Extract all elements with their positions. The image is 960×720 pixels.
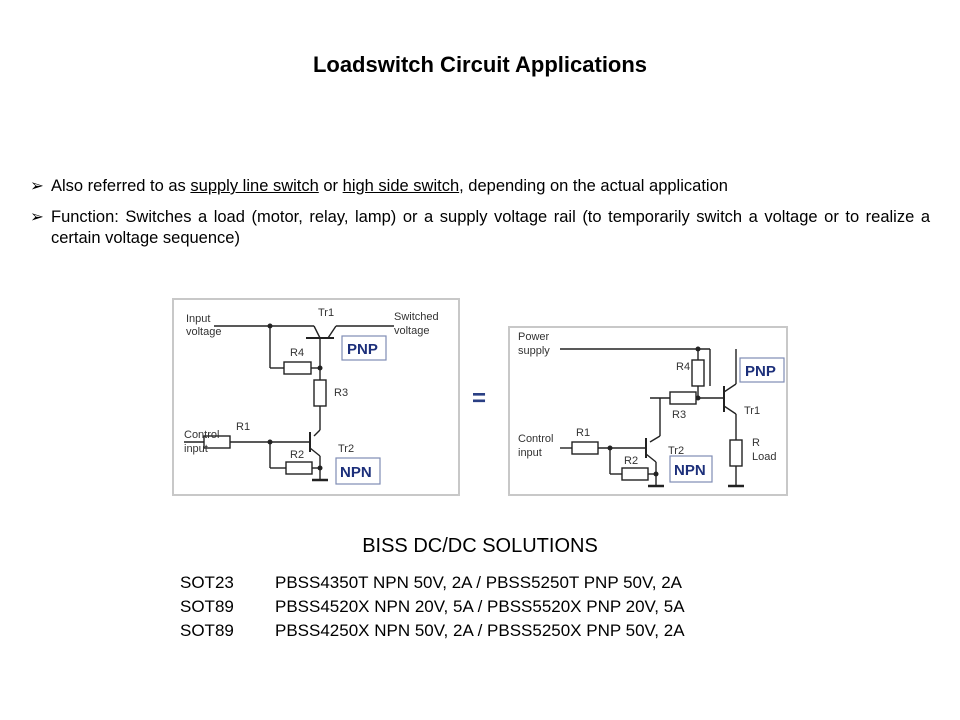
slide-title: Loadswitch Circuit Applications (312, 52, 648, 77)
bullet-text: or (318, 177, 343, 195)
r2-label: R2 (624, 455, 638, 467)
rload-label: R (752, 437, 760, 449)
equals-sign: = (472, 385, 487, 412)
table-row: SOT89 PBSS4250X NPN 50V, 2A / PBSS5250X … (180, 619, 685, 643)
bullet-item: ➢ Function: Switches a load (motor, rela… (30, 207, 930, 249)
pnp-tag: PNP (745, 363, 776, 380)
bullet-text: Also referred to as (51, 177, 191, 195)
r3-label: R3 (672, 409, 686, 421)
package-cell: SOT89 (180, 597, 234, 616)
power-supply-label: supply (518, 345, 550, 357)
power-supply-label: Power (518, 331, 550, 343)
parts-cell: PBSS4520X NPN 20V, 5A / PBSS5520X PNP 20… (275, 597, 685, 616)
package-cell: SOT23 (180, 573, 234, 592)
control-input-label: Control (184, 429, 219, 441)
r1-label: R1 (576, 427, 590, 439)
input-voltage-label: voltage (186, 326, 221, 338)
term-supply-line-switch: supply line switch (190, 177, 319, 195)
r2-label: R2 (290, 449, 304, 461)
r4-label: R4 (290, 347, 304, 359)
pnp-tag: PNP (347, 341, 378, 358)
control-input-label: Control (518, 433, 553, 445)
rload-label: Load (752, 451, 776, 463)
arrow-bullet-icon: ➢ (30, 177, 44, 195)
arrow-bullet-icon: ➢ (30, 208, 44, 226)
r4-label: R4 (676, 361, 690, 373)
parts-cell: PBSS4350T NPN 50V, 2A / PBSS5250T PNP 50… (275, 573, 683, 592)
circuit-diagram-left: Input voltage Switched voltage Tr1 R4 R3… (172, 298, 460, 496)
input-voltage-label: Input (186, 313, 210, 325)
bullet-text: Function: Switches a load (motor, relay,… (51, 208, 930, 247)
parts-cell: PBSS4250X NPN 50V, 2A / PBSS5250X PNP 50… (275, 621, 685, 640)
npn-tag: NPN (674, 462, 706, 479)
r1-label: R1 (236, 421, 250, 433)
switched-voltage-label: voltage (394, 325, 429, 337)
biss-parts-table: SOT23 PBSS4350T NPN 50V, 2A / PBSS5250T … (180, 571, 685, 643)
switched-voltage-label: Switched (394, 311, 439, 323)
tr2-label: Tr2 (338, 443, 354, 455)
table-row: SOT23 PBSS4350T NPN 50V, 2A / PBSS5250T … (180, 571, 685, 595)
bullet-list: ➢ Also referred to as supply line switch… (30, 176, 930, 259)
package-cell: SOT89 (180, 621, 234, 640)
biss-title-text: BISS DC/DC SOLUTIONS (362, 535, 598, 557)
tr1-label: Tr1 (744, 405, 760, 417)
r3-label: R3 (334, 387, 348, 399)
bullet-item: ➢ Also referred to as supply line switch… (30, 176, 930, 197)
tr2-label: Tr2 (668, 445, 684, 457)
circuit-diagram-right: Power supply R4 R3 Tr1 R1 R2 Tr2 Control… (508, 326, 788, 496)
tr1-label: Tr1 (318, 307, 334, 319)
bullet-text: , depending on the actual application (459, 177, 728, 195)
biss-section-title: BISS DC/DC SOLUTIONS (0, 535, 960, 558)
table-row: SOT89 PBSS4520X NPN 20V, 5A / PBSS5520X … (180, 595, 685, 619)
control-input-label: input (184, 443, 208, 455)
term-high-side-switch: high side switch (342, 177, 460, 195)
control-input-label: input (518, 447, 542, 459)
npn-tag: NPN (340, 464, 372, 481)
